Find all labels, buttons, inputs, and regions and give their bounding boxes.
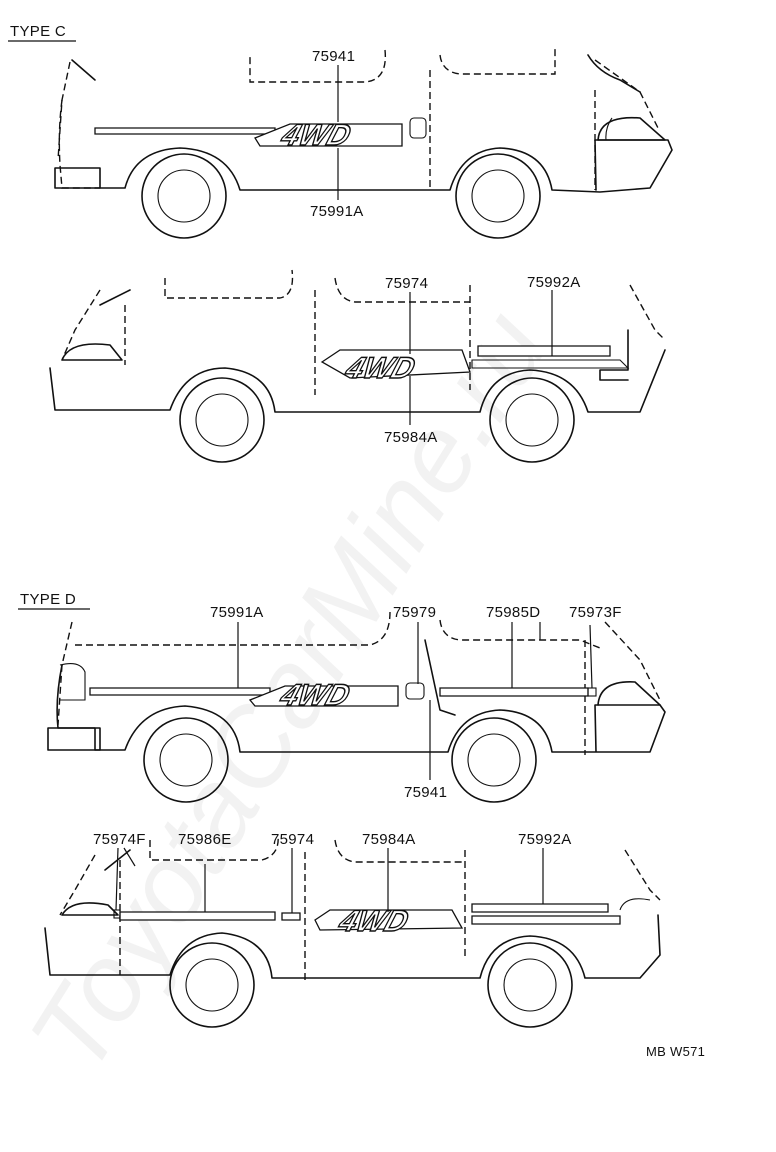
part-label: 75984A	[362, 831, 416, 848]
part-label: 75941	[312, 48, 355, 65]
part-label: 75986E	[178, 831, 232, 848]
leader-line	[123, 847, 136, 867]
vehicle-type-c-left-side: 4WD	[49, 269, 666, 463]
section-title-type-d: TYPE D	[20, 591, 76, 608]
vehicle-type-c-right-side: 4WD	[54, 48, 673, 239]
part-label: 75992A	[527, 274, 581, 291]
part-label: 75974	[385, 275, 428, 292]
leader-line	[589, 624, 593, 689]
decal-4wd-logo: 4WD	[277, 118, 356, 152]
part-label: 75985D	[486, 604, 540, 621]
part-label: 75974	[271, 831, 314, 848]
vehicle-type-d-right-side: 4WD	[47, 611, 666, 803]
decal-4wd-logo: 4WD	[276, 678, 355, 712]
vehicle-type-d-left-side: 4WD	[44, 834, 661, 1028]
part-label: 75984A	[384, 429, 438, 446]
part-label: 75974F	[93, 831, 146, 848]
decal-4wd-logo: 4WD	[334, 904, 413, 938]
part-label: 75941	[404, 784, 447, 801]
drawing-code: MB W571	[646, 1044, 705, 1059]
part-label: 75979	[393, 604, 436, 621]
part-label: 75991A	[210, 604, 264, 621]
decal-4wd-logo: 4WD	[341, 351, 420, 385]
part-label: 75992A	[518, 831, 572, 848]
leader-line	[115, 847, 119, 911]
section-title-type-c: TYPE C	[10, 23, 66, 40]
part-label: 75973F	[569, 604, 622, 621]
part-label: 75991A	[310, 203, 364, 220]
